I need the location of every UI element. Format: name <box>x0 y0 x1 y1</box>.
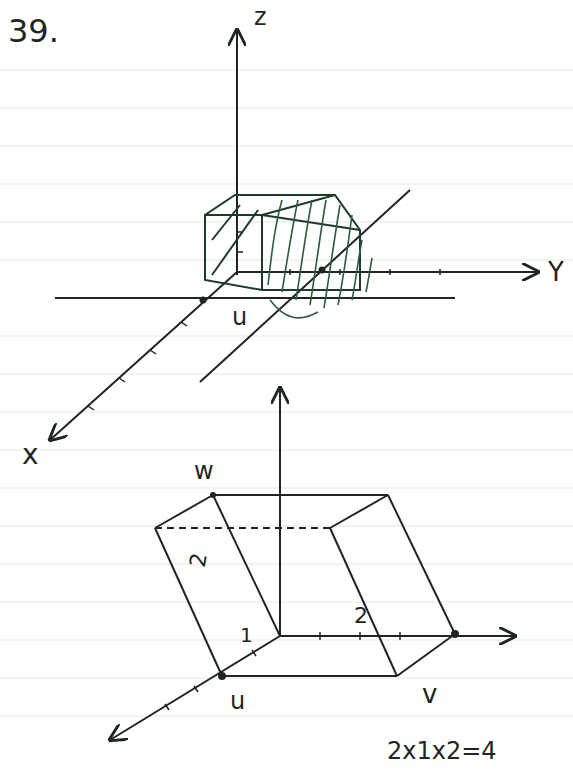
volume-equation: 2x1x2=4 <box>385 738 499 764</box>
vector-label: v <box>420 680 439 709</box>
point-dot <box>210 492 216 498</box>
point-dot <box>451 630 459 638</box>
dimension-label: 2 <box>352 604 370 628</box>
axis-label: x <box>20 440 41 471</box>
bottom-axes <box>110 388 515 740</box>
point-dot <box>218 672 226 680</box>
problem-number: 39. <box>6 14 61 49</box>
dimension-label: 2 <box>186 549 213 571</box>
vector-label: w <box>192 458 216 484</box>
parallelepiped <box>155 495 455 676</box>
point-dot <box>319 267 326 274</box>
top-axes <box>50 30 538 440</box>
dimension-label: 1 <box>238 624 255 646</box>
vector-label: u <box>230 304 249 330</box>
point-dot <box>200 297 207 304</box>
ruled-lines <box>0 70 573 716</box>
vector-label: u <box>228 688 247 714</box>
axis-label: Y <box>546 258 566 287</box>
hatching <box>268 200 372 318</box>
axis-label: z <box>252 4 269 30</box>
top-box-sketch <box>205 195 360 290</box>
